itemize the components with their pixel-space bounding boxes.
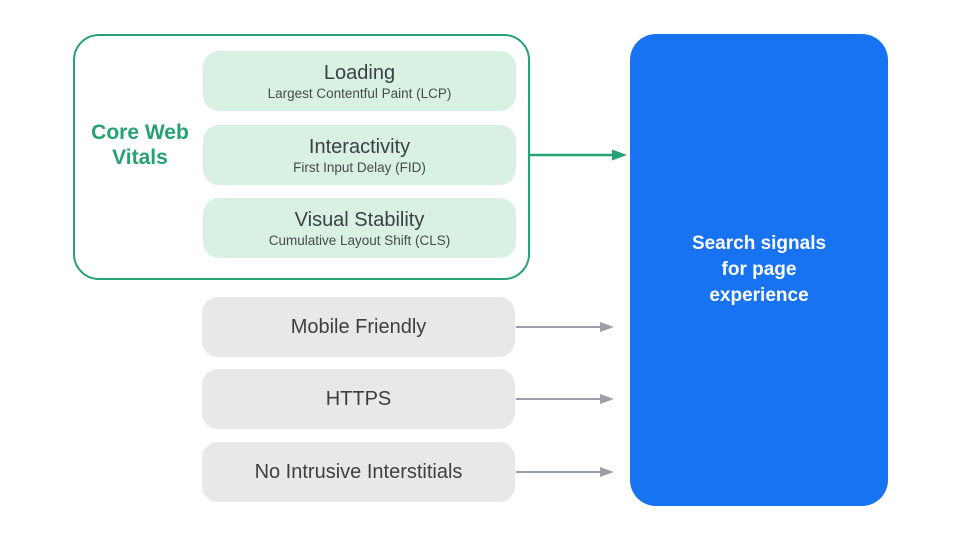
search-signals-label-line: Search signals <box>691 233 827 254</box>
vital-box-loading: Loading Largest Contentful Paint (LCP) <box>203 51 516 111</box>
vital-title: Interactivity <box>308 135 411 158</box>
vital-subtitle: First Input Delay (FID) <box>293 159 426 175</box>
signal-label: Mobile Friendly <box>290 315 427 338</box>
search-signals-result-box: Search signals for page experience <box>630 34 888 506</box>
search-signals-label-line: experience <box>709 285 809 306</box>
signal-box-https: HTTPS <box>202 369 515 429</box>
vital-box-interactivity: Interactivity First Input Delay (FID) <box>203 125 516 185</box>
signal-label: HTTPS <box>325 387 392 410</box>
arrow-right-icon <box>529 149 627 161</box>
vital-subtitle: Cumulative Layout Shift (CLS) <box>268 232 451 248</box>
vital-box-visual-stability: Visual Stability Cumulative Layout Shift… <box>203 198 516 258</box>
search-signals-label: Search signals for page experience <box>669 231 849 309</box>
core-web-vitals-label: Core Web Vitals <box>91 121 189 169</box>
vital-title: Visual Stability <box>294 208 425 231</box>
vital-title: Loading <box>323 61 396 84</box>
arrow-right-icon <box>516 322 614 332</box>
signal-box-mobile-friendly: Mobile Friendly <box>202 297 515 357</box>
vital-subtitle: Largest Contentful Paint (LCP) <box>267 85 452 101</box>
signal-label: No Intrusive Interstitials <box>254 460 463 483</box>
signal-box-no-intrusive-interstitials: No Intrusive Interstitials <box>202 442 515 502</box>
arrow-right-icon <box>516 467 614 477</box>
arrow-right-icon <box>516 394 614 404</box>
search-signals-label-line: for page <box>721 259 797 280</box>
